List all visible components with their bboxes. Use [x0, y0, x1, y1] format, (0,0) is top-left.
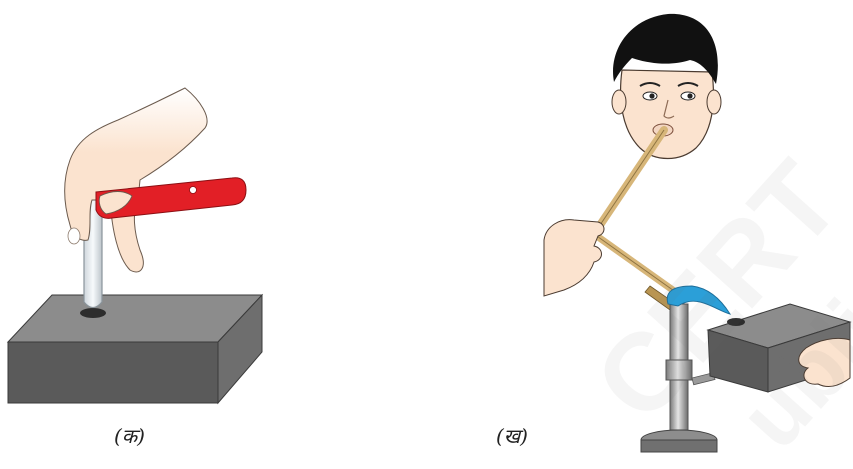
left-pupil	[649, 93, 654, 98]
left-ear	[612, 90, 626, 114]
hand-b	[544, 220, 604, 296]
right-ear	[707, 90, 721, 114]
charcoal-block-front	[8, 342, 218, 403]
charcoal-cavity	[80, 308, 106, 318]
caption-b: (ख)	[496, 422, 528, 449]
thumbnail-a	[68, 228, 80, 244]
burner-base-rim	[641, 440, 717, 452]
caption-a: (क)	[114, 422, 145, 449]
boy-face	[621, 70, 714, 159]
figure-a-illustration	[8, 88, 262, 403]
charcoal-block-top	[8, 295, 262, 342]
holder-rivet	[190, 187, 197, 194]
blowpipe-upper-highlight	[594, 130, 664, 234]
right-pupil	[687, 93, 692, 98]
